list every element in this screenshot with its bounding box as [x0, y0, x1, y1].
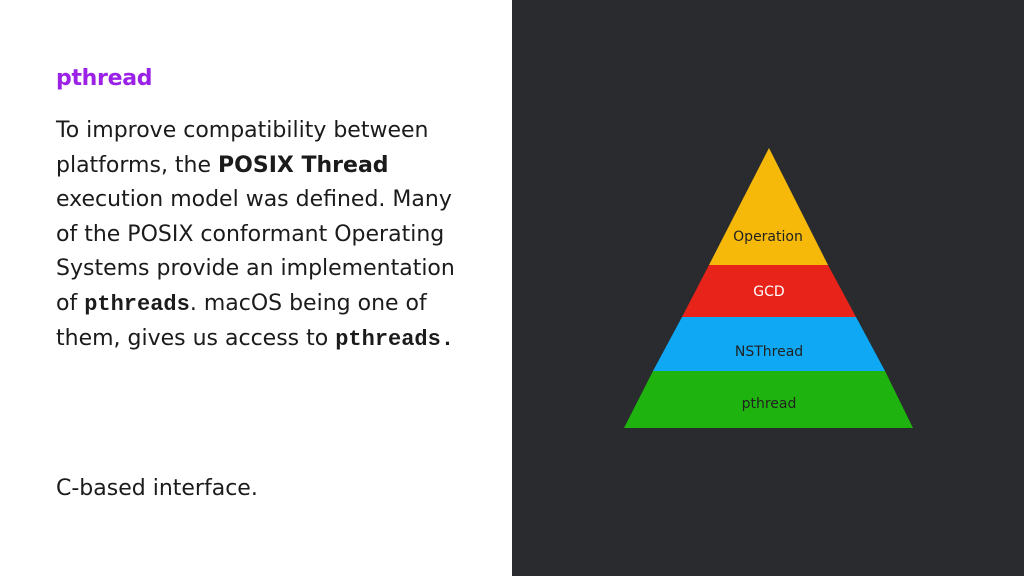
pyramid-layer-gcd: [682, 265, 856, 317]
pyramid-label-nsthread: NSThread: [735, 344, 803, 360]
pyramid-label-pthread: pthread: [742, 396, 797, 412]
text-panel: [0, 0, 512, 576]
body-text-part-3: . macOS being one of them, gives us acce…: [56, 290, 427, 352]
pyramid-label-gcd: GCD: [753, 284, 784, 300]
pthreads-code-2: pthreads.: [335, 327, 455, 352]
pyramid-label-operation: Operation: [733, 229, 803, 245]
pyramid-layer-operation: [709, 148, 828, 265]
layer-pyramid: Operation GCD NSThread pthread: [624, 148, 913, 428]
pthreads-code-1: pthreads: [84, 291, 190, 317]
pyramid-layer-nsthread: [653, 317, 885, 371]
slide-title: pthread: [56, 66, 153, 91]
body-text-part-1: To improve compatibility between platfor…: [56, 118, 429, 178]
pyramid-layer-pthread: [624, 371, 913, 428]
body-text-part-2: execution model was defined. Many of the…: [56, 187, 455, 316]
footnote-text: C-based interface.: [56, 476, 258, 501]
body-paragraph: To improve compatibility between platfor…: [56, 114, 456, 358]
posix-thread-emphasis: POSIX Thread: [218, 152, 389, 178]
